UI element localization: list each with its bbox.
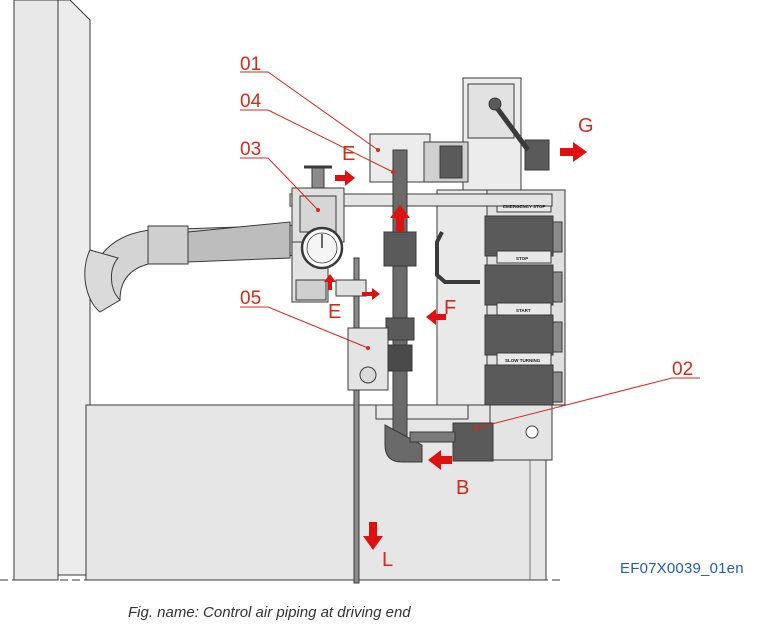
arrow-f — [426, 309, 446, 325]
valve-plates: EMERGENCY STOP STOP START SLOW TURNING — [503, 204, 545, 363]
leader-lines — [240, 71, 700, 429]
letter-e-mid: E — [328, 301, 341, 323]
plate-start: START — [516, 308, 531, 313]
arrow-up-center — [390, 205, 410, 232]
arrow-l — [363, 522, 383, 550]
valve-block — [289, 77, 566, 462]
callout-02: 02 — [672, 359, 693, 380]
leader-dots — [316, 148, 478, 430]
letter-b: B — [456, 477, 469, 499]
arrow-e-mid — [324, 274, 336, 290]
valve-05 — [347, 327, 389, 391]
arrow-g — [560, 142, 587, 162]
letter-l: L — [382, 549, 393, 571]
plate-slow-turning: SLOW TURNING — [505, 358, 541, 363]
flow-arrows — [324, 142, 587, 550]
plate-stop: STOP — [516, 256, 528, 261]
letter-e-top: E — [342, 143, 355, 165]
plate-emergency-stop: EMERGENCY STOP — [503, 204, 545, 209]
letter-g: G — [578, 115, 594, 137]
arrow-b — [428, 450, 452, 470]
pressure-gauge — [300, 226, 344, 270]
callout-03: 03 — [240, 139, 261, 160]
callout-labels: 01 04 03 05 02 — [240, 54, 693, 380]
arrow-e-mid-right — [362, 288, 380, 300]
document-id: EF07X0039_01en — [620, 560, 744, 577]
callout-01: 01 — [240, 54, 261, 75]
callout-04: 04 — [240, 91, 262, 112]
callout-05: 05 — [240, 288, 261, 309]
figure-caption: Fig. name: Control air piping at driving… — [128, 604, 411, 621]
flow-letters: E E F G B L — [328, 115, 594, 571]
arrow-e-top — [335, 170, 355, 186]
letter-f: F — [444, 297, 456, 319]
flexible-hose — [84, 221, 301, 313]
